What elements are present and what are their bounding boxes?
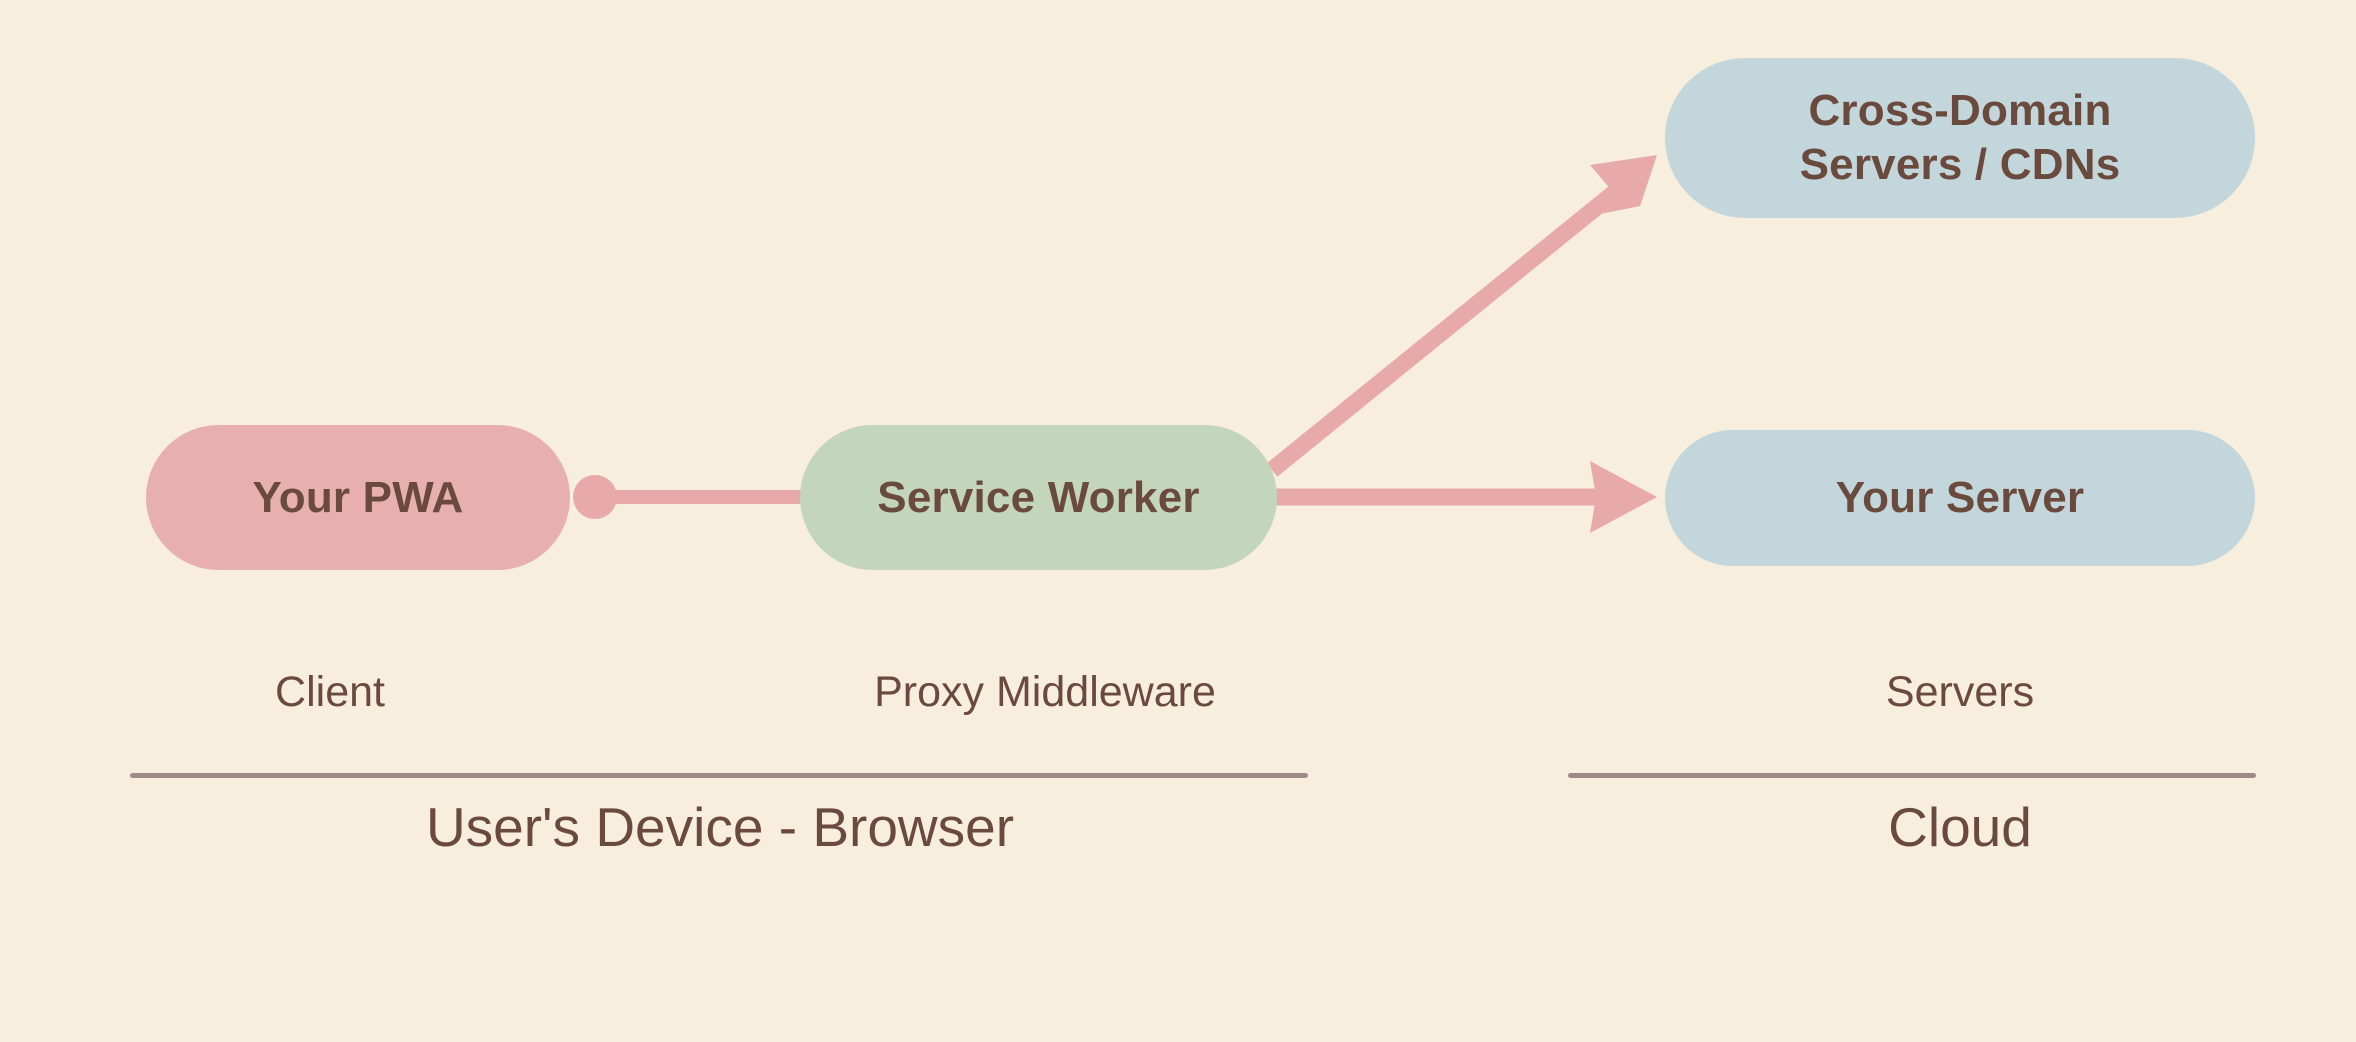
node-cross-domain-line-1: Cross-Domain	[1808, 86, 2112, 136]
node-cross-domain-servers-label: Cross-Domain Servers / CDNs	[1800, 84, 2121, 191]
zone-label-proxy-middleware: Proxy Middleware	[874, 668, 1216, 716]
node-your-server[interactable]: Your Server	[1665, 430, 2255, 566]
arrowhead-your-server-icon	[1590, 461, 1657, 533]
group-divider-cloud	[1568, 773, 2256, 778]
node-your-pwa[interactable]: Your PWA	[146, 425, 570, 570]
node-service-worker[interactable]: Service Worker	[800, 425, 1277, 570]
node-service-worker-label: Service Worker	[877, 472, 1200, 522]
node-cross-domain-line-2: Servers / CDNs	[1799, 140, 2121, 189]
group-title-users-device-browser: User's Device - Browser	[425, 796, 1015, 858]
node-your-pwa-label: Your PWA	[252, 472, 464, 522]
connector-service-worker-to-cross-domain	[1266, 173, 1636, 477]
node-your-server-label: Your Server	[1835, 473, 2085, 523]
connector-start-ball-pwa	[573, 475, 617, 519]
arrowhead-cross-domain-icon	[1590, 155, 1657, 214]
group-title-cloud: Cloud	[1888, 796, 2032, 858]
node-cross-domain-servers[interactable]: Cross-Domain Servers / CDNs	[1665, 58, 2255, 218]
zone-label-servers: Servers	[1885, 668, 2035, 716]
group-divider-device	[130, 773, 1308, 778]
zone-label-client: Client	[275, 668, 385, 716]
